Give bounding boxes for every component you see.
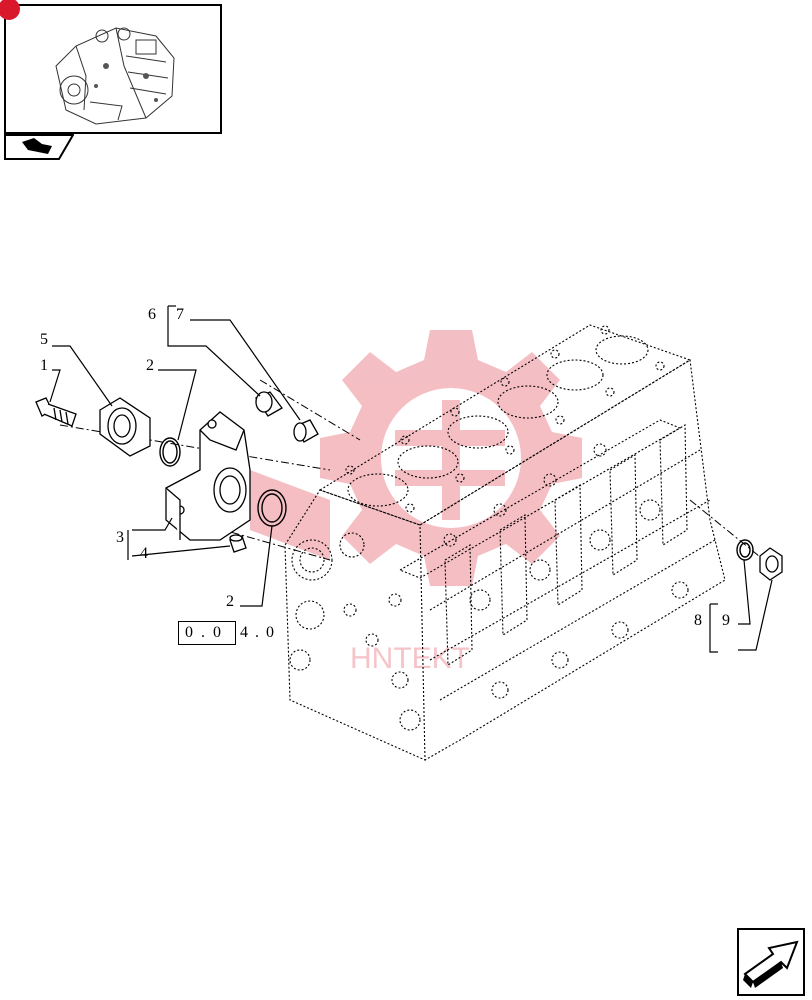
part-4-pin[interactable] bbox=[229, 534, 247, 553]
watermark-text: HNTEKT bbox=[350, 642, 470, 675]
callout-4[interactable]: 4 bbox=[140, 545, 148, 562]
engine-thumbnail[interactable] bbox=[0, 0, 222, 134]
part-8-plug[interactable] bbox=[759, 547, 783, 581]
part-3-housing[interactable] bbox=[165, 411, 251, 541]
callout-2-upper[interactable]: 2 bbox=[146, 357, 154, 374]
reference-tail: 4.0 bbox=[240, 624, 281, 641]
watermark-logo bbox=[250, 330, 582, 586]
engine-block bbox=[284, 324, 726, 761]
next-page-button[interactable] bbox=[737, 928, 805, 996]
part-1-bolt[interactable] bbox=[35, 397, 77, 427]
callout-5[interactable]: 5 bbox=[40, 331, 48, 348]
callout-1[interactable]: 1 bbox=[40, 357, 48, 374]
part-5-flange[interactable] bbox=[99, 397, 151, 457]
part-6-sleeve[interactable] bbox=[293, 419, 319, 443]
callout-7[interactable]: 7 bbox=[176, 306, 184, 323]
callout-2-lower[interactable]: 2 bbox=[226, 593, 234, 610]
callout-8[interactable]: 8 bbox=[694, 612, 702, 629]
part-9-washer[interactable] bbox=[736, 539, 754, 561]
next-page-arrow-icon bbox=[743, 940, 799, 988]
leader-lines bbox=[49, 305, 773, 653]
part-7-fitting[interactable] bbox=[255, 391, 283, 417]
open-book-arrow-icon[interactable] bbox=[4, 134, 74, 160]
engine-thumbnail-icon bbox=[55, 27, 175, 125]
callout-3[interactable]: 3 bbox=[116, 529, 124, 546]
callout-9[interactable]: 9 bbox=[722, 612, 730, 629]
part-2-o-ring-upper[interactable] bbox=[159, 437, 181, 467]
red-marker-icon bbox=[0, 0, 20, 20]
callout-6[interactable]: 6 bbox=[148, 306, 156, 323]
reference-box[interactable]: 0.0 bbox=[178, 621, 236, 645]
